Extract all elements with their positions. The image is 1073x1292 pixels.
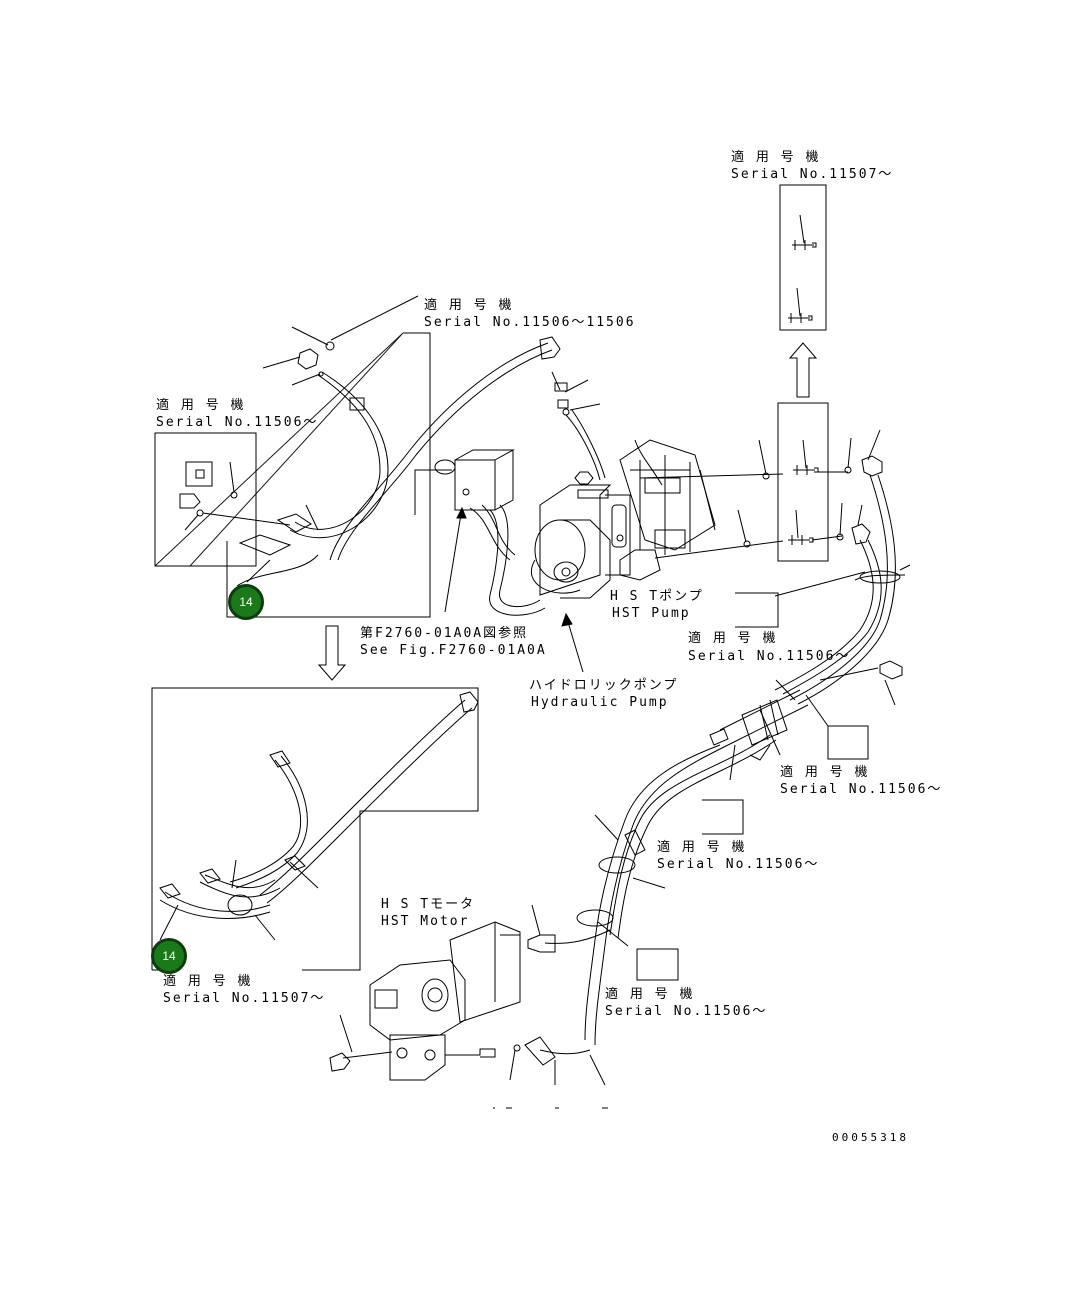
callout-marker[interactable]: 14 xyxy=(151,938,187,974)
top-mid-hose-region xyxy=(155,296,560,617)
hydraulic-pump-label-jp: ハイドロリックポンプ xyxy=(529,678,679,693)
left-serial: Serial No.11506～ xyxy=(156,415,319,430)
top-mid-applicable-jp: 適 用 号 機 xyxy=(424,298,514,313)
bottom-left-applicable-jp: 適 用 号 機 xyxy=(163,974,253,989)
reference-figure-jp: 第F2760-01A0A図参照 xyxy=(360,626,529,641)
document-id: 00055318 xyxy=(832,1131,909,1144)
hst-pump-label-en: HST Pump xyxy=(612,606,691,621)
hst-motor-label-jp: H S Tモータ xyxy=(381,897,476,912)
callout-marker[interactable]: 14 xyxy=(228,584,264,620)
top-right-serial: Serial No.11507～ xyxy=(731,167,894,182)
hst-pump-label-jp: H S Tポンプ xyxy=(610,589,704,604)
reference-figure-en: See Fig.F2760-01A0A xyxy=(360,643,547,658)
left-applicable-jp: 適 用 号 機 xyxy=(156,398,246,413)
right2-serial: Serial No.11506～ xyxy=(780,782,943,797)
right1-serial: Serial No.11506～ xyxy=(688,649,851,664)
right1-applicable-jp: 適 用 号 機 xyxy=(688,631,778,646)
top-mid-serial: Serial No.11506～11506 xyxy=(424,315,636,330)
mid3-serial: Serial No.11506～ xyxy=(657,857,820,872)
right-hose-bundle xyxy=(510,430,910,1085)
bottom-applicable-jp: 適 用 号 機 xyxy=(605,987,695,1002)
top-right-variant-box xyxy=(780,185,826,397)
hydraulic-pump-label-en: Hydraulic Pump xyxy=(531,695,669,710)
mid3-applicable-jp: 適 用 号 機 xyxy=(657,840,747,855)
hst-pump-assembly xyxy=(531,372,783,672)
right-fittings-box xyxy=(738,403,851,561)
top-right-applicable-jp: 適 用 号 機 xyxy=(731,150,821,165)
bottom-left-variant xyxy=(152,626,478,970)
right2-applicable-jp: 適 用 号 機 xyxy=(780,765,870,780)
left-variant-box xyxy=(155,433,290,566)
bottom-serial: Serial No.11506～ xyxy=(605,1004,768,1019)
hst-motor xyxy=(330,922,520,1080)
bottom-left-serial: Serial No.11507～ xyxy=(163,991,326,1006)
valve-block xyxy=(415,450,545,615)
hst-motor-label-en: HST Motor xyxy=(381,914,470,929)
